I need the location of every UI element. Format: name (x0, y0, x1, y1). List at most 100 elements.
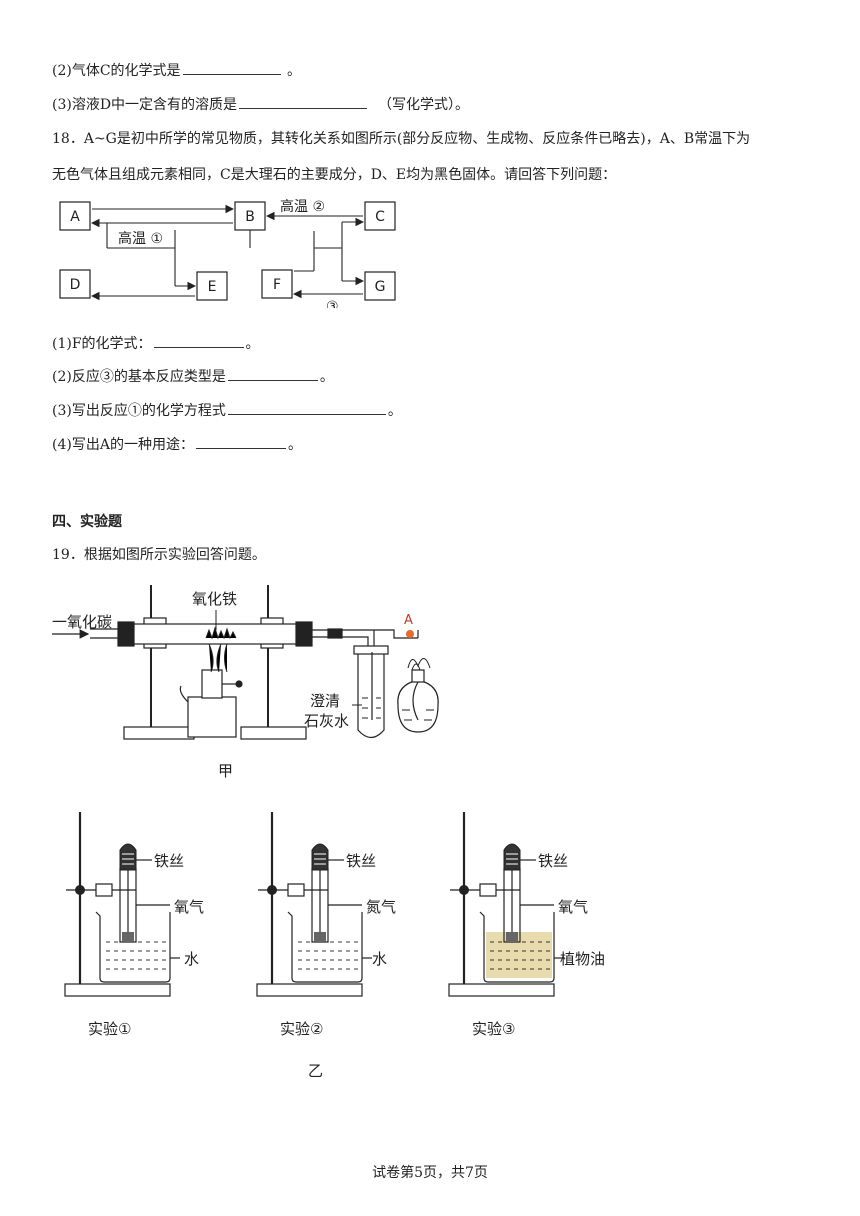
clamp-jaw (479, 883, 497, 897)
beaker (479, 911, 555, 983)
label-wire: 铁丝 (538, 852, 568, 870)
label-liquid: 水 (184, 950, 199, 968)
caption-jia: 甲 (218, 762, 233, 780)
q18-item2: (2)反应③的基本反应类型是。 (52, 366, 334, 386)
lamp-wick (412, 681, 419, 721)
limewater-level (362, 697, 381, 719)
clamp-jaw (95, 883, 113, 897)
lamp-wick-holder (411, 669, 425, 683)
page-footer: 试卷第5页，共7页 (372, 1165, 488, 1181)
label-reaction-2: 高温 ② (280, 198, 325, 215)
clamp-knob (75, 885, 85, 895)
answer-blank[interactable] (182, 60, 281, 75)
label-limewater-1: 澄清 (310, 692, 340, 710)
label-liquid: 植物油 (560, 950, 605, 968)
node-b: B (245, 209, 255, 225)
iron-coil (506, 932, 518, 942)
node-c-box (364, 201, 396, 231)
clamp-jaw (287, 883, 305, 897)
label-liquid: 水 (372, 950, 387, 968)
beaker (287, 911, 363, 983)
q18-item1: (1)F的化学式：。 (52, 333, 260, 353)
q18-relation-diagram: A B C D E F G 高温 ① 高温 ② ③ (59, 198, 396, 308)
node-f-box (261, 269, 293, 299)
clamp-knob (267, 885, 277, 895)
beaker-liquid (102, 932, 168, 978)
q18-stem-line1: 18．A~G是初中所学的常见物质，其转化关系如图所示(部分反应物、生成物、反应条… (52, 131, 751, 147)
stand-base (448, 983, 555, 997)
q18-item3: (3)写出反应①的化学方程式。 (52, 400, 402, 420)
rubber-joint (327, 628, 343, 639)
iron-oxide-powder (205, 626, 237, 673)
answer-blank[interactable] (153, 333, 244, 348)
node-a-box (59, 201, 91, 231)
label-fe2o3: 氧化铁 (192, 590, 237, 608)
caption-experiment: 实验② (280, 1020, 323, 1038)
section-title: 四、实验题 (52, 514, 122, 530)
iron-coil (122, 932, 134, 942)
node-a: A (70, 209, 80, 225)
burning-tip (406, 630, 414, 638)
delivery-tube-bend (360, 629, 375, 648)
label-co: 一氧化碳 (52, 613, 112, 631)
label-wire: 铁丝 (154, 852, 184, 870)
burner-handle (179, 685, 189, 703)
stand-base-left (123, 726, 195, 740)
lamp-liquid (402, 709, 434, 721)
flame-a (407, 658, 431, 671)
stand-base (64, 983, 171, 997)
clamp-knob (459, 885, 469, 895)
test-tube-stopper (353, 645, 389, 655)
stand-base-right (240, 726, 307, 740)
node-f: F (273, 277, 281, 293)
caption-yi: 乙 (308, 1062, 323, 1080)
q18-stem-line2: 无色气体且组成元素相同，C是大理石的主要成分，D、E均为黑色固体。请回答下列问题… (52, 167, 617, 183)
test-tube (357, 650, 385, 739)
answer-blank[interactable] (227, 400, 386, 415)
node-g-box (364, 271, 396, 301)
answer-blank[interactable] (239, 94, 368, 109)
burner-body (187, 696, 237, 738)
node-c: C (375, 209, 385, 225)
label-gas: 氮气 (366, 898, 396, 916)
q19-stem: 19．根据如图所示实验回答问题。 (52, 547, 266, 563)
node-e-box (196, 271, 228, 301)
q17-item2: (2)气体C的化学式是 。 (52, 60, 301, 80)
burner-knob (235, 680, 243, 688)
stopper (503, 843, 521, 871)
label-a: A (404, 613, 413, 628)
label-reaction-3: ③ (326, 299, 339, 308)
stand-base (256, 983, 363, 997)
stopper-left (117, 621, 135, 647)
beaker (95, 911, 171, 983)
stopper-right (295, 621, 313, 647)
node-e: E (208, 279, 217, 295)
label-gas: 氧气 (174, 898, 204, 916)
q17-item3: (3)溶液D中一定含有的溶质是 （写化学式）。 (52, 94, 469, 114)
iron-coil (314, 932, 326, 942)
q18-item4: (4)写出A的一种用途：。 (52, 434, 302, 454)
alcohol-lamp (397, 679, 439, 733)
stopper (119, 843, 137, 871)
node-g: G (375, 279, 386, 295)
label-gas: 氧气 (558, 898, 588, 916)
figure-jia: 一氧化碳 氧化铁 A 澄清 石灰水 甲 (52, 585, 439, 780)
beaker-liquid (294, 932, 360, 978)
answer-blank[interactable] (195, 434, 286, 449)
caption-experiment: 实验① (88, 1020, 131, 1038)
label-limewater-2: 石灰水 (304, 712, 349, 730)
exhaust-tube (374, 629, 418, 639)
label-reaction-1: 高温 ① (118, 230, 163, 247)
node-d: D (70, 277, 81, 293)
caption-experiment: 实验③ (472, 1020, 515, 1038)
burner-neck (201, 669, 223, 699)
node-d-box (59, 269, 91, 299)
label-wire: 铁丝 (346, 852, 376, 870)
stopper (311, 843, 329, 871)
beaker-liquid (486, 932, 552, 978)
answer-blank[interactable] (227, 366, 318, 381)
